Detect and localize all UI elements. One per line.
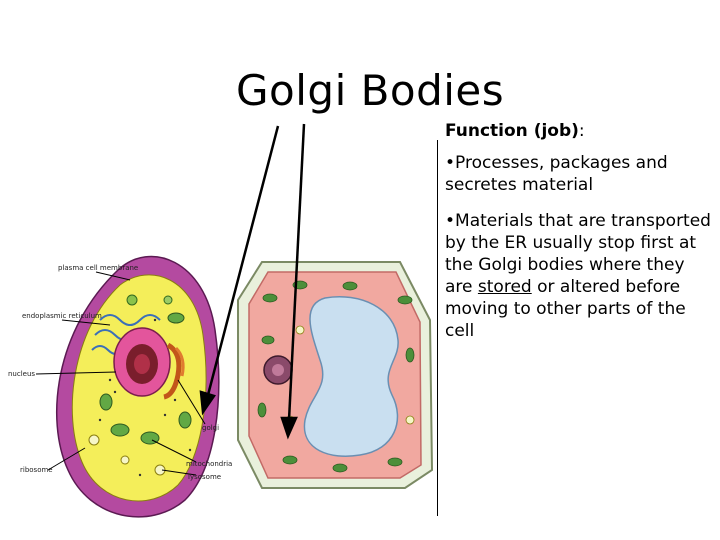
- label-plasma-membrane: plasma cell membrane: [58, 264, 138, 272]
- function-heading: Function (job):: [445, 120, 717, 142]
- bullet-1: •Processes, packages and secretes materi…: [445, 153, 668, 195]
- plant-cell: [237, 261, 434, 489]
- function-text: Function (job): •Processes, packages and…: [445, 120, 717, 356]
- label-golgi: golgi: [202, 424, 219, 432]
- label-nucleus: nucleus: [8, 370, 35, 378]
- animal-cell: [35, 255, 220, 518]
- function-heading-label: Function (job): [445, 121, 579, 141]
- bullet-2-underlined: stored: [477, 277, 532, 297]
- label-lysosome: lysosome: [188, 473, 221, 481]
- vertical-divider: [437, 140, 438, 516]
- label-endoplasmic-reticulum: endoplasmic reticulum: [22, 312, 102, 320]
- label-ribosome: ribosome: [20, 466, 53, 474]
- function-heading-colon: :: [578, 121, 585, 141]
- pointer-arrows: [199, 123, 306, 440]
- label-mitochondria: mitochondria: [186, 460, 232, 468]
- bullet-2-after: or altered before moving to other parts …: [445, 277, 686, 341]
- slide-title: Golgi Bodies: [236, 66, 505, 115]
- bullet-2-before: •Materials that are transported by the E…: [445, 211, 711, 297]
- bullet-2: •Materials that are transported by the E…: [445, 210, 717, 342]
